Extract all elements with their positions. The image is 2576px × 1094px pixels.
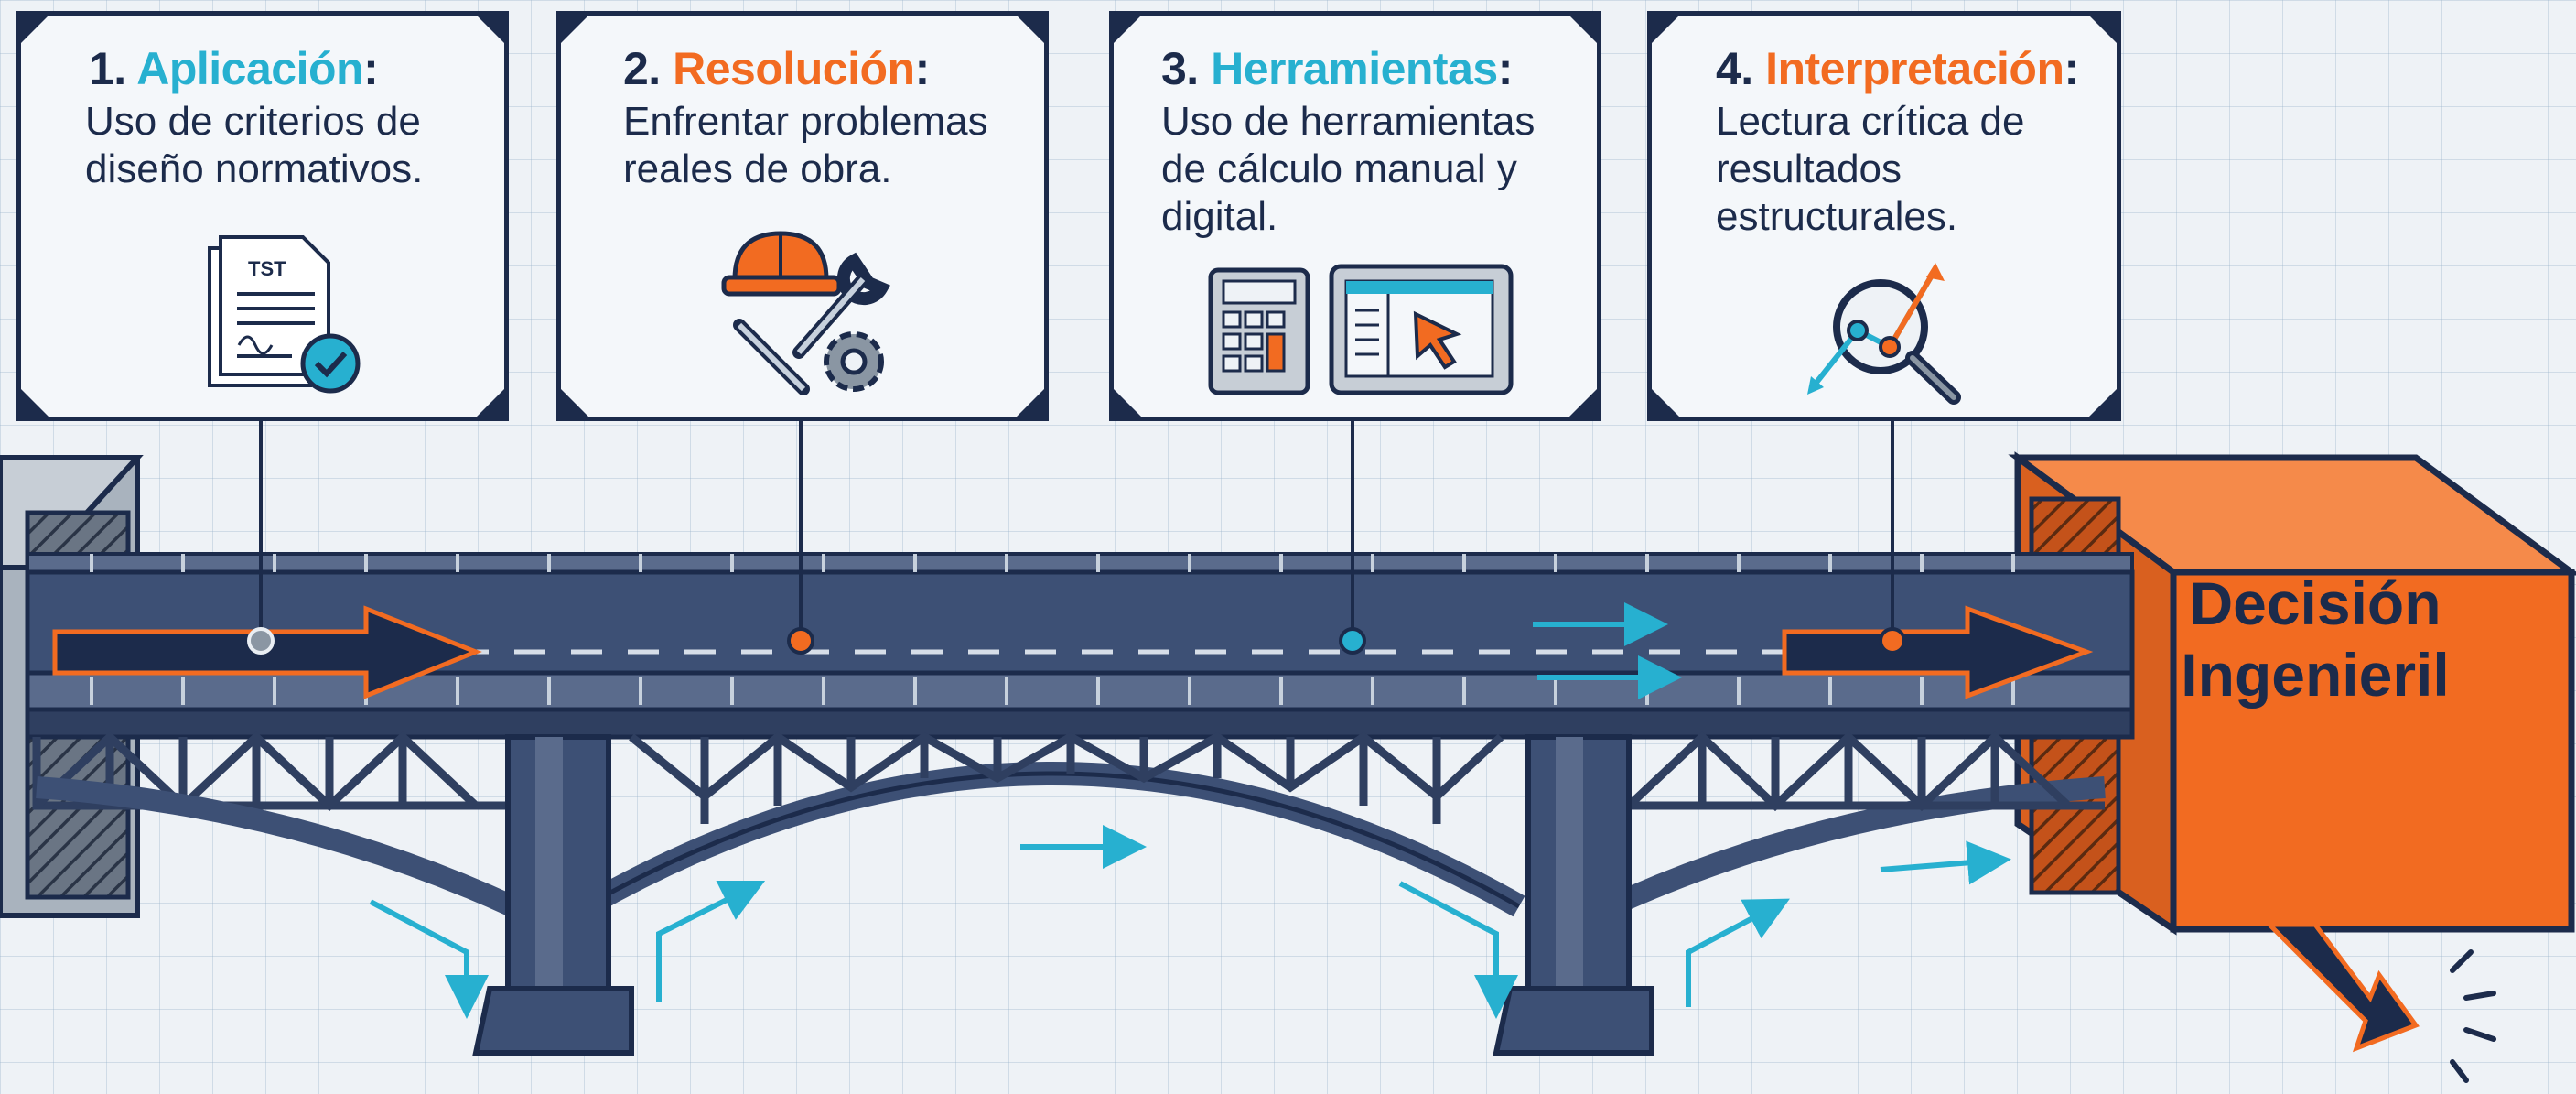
connector-dot-3 [1339,627,1366,655]
connector-dot-4 [1879,627,1906,655]
connector-dot-2 [787,627,814,655]
card-text: Uso de criterios de diseño normativos. [85,99,424,191]
card-interpretacion: 4. Interpretación: Lectura crítica de re… [1647,11,2121,421]
magnifier-chart-icon [1807,263,1961,405]
card-resolucion: 2. Resolución: Enfrentar problemas reale… [556,11,1049,421]
doc-icon-label: TST [248,257,286,280]
hardhat-tools-icon [721,231,890,395]
card-text: Lectura crítica de resultados estructura… [1716,99,2025,239]
decision-line-1: Decisión [2189,569,2441,637]
bridge-piers [472,734,1654,1056]
calculator-tablet-icon [1208,264,1514,395]
card-aplicacion: 1. Aplicación: Uso de criterios de diseñ… [16,11,509,421]
flow-arrows [369,602,2011,1019]
document-check-icon: TST [208,235,361,394]
card-text: Enfrentar problemas reales de obra. [623,99,988,191]
card-text: Uso de herramientas de cálculo manual y … [1161,99,1536,239]
card-herramientas: 3. Herramientas: Uso de herramientas de … [1109,11,1601,421]
decision-line-2: Ingenieril [2181,641,2450,709]
bridge-truss [32,731,2106,917]
connectors [259,421,1894,639]
decision-label: Decisión Ingenieril [2086,568,2544,710]
output-arrow [2263,922,2496,1083]
card-title: 2. Resolución: [623,43,930,94]
card-title: 1. Aplicación: [89,43,379,94]
card-title: 4. Interpretación: [1716,43,2079,94]
card-title: 3. Herramientas: [1161,43,1513,94]
connector-dot-1 [247,627,275,655]
deck-arrow-right [1782,605,2094,699]
